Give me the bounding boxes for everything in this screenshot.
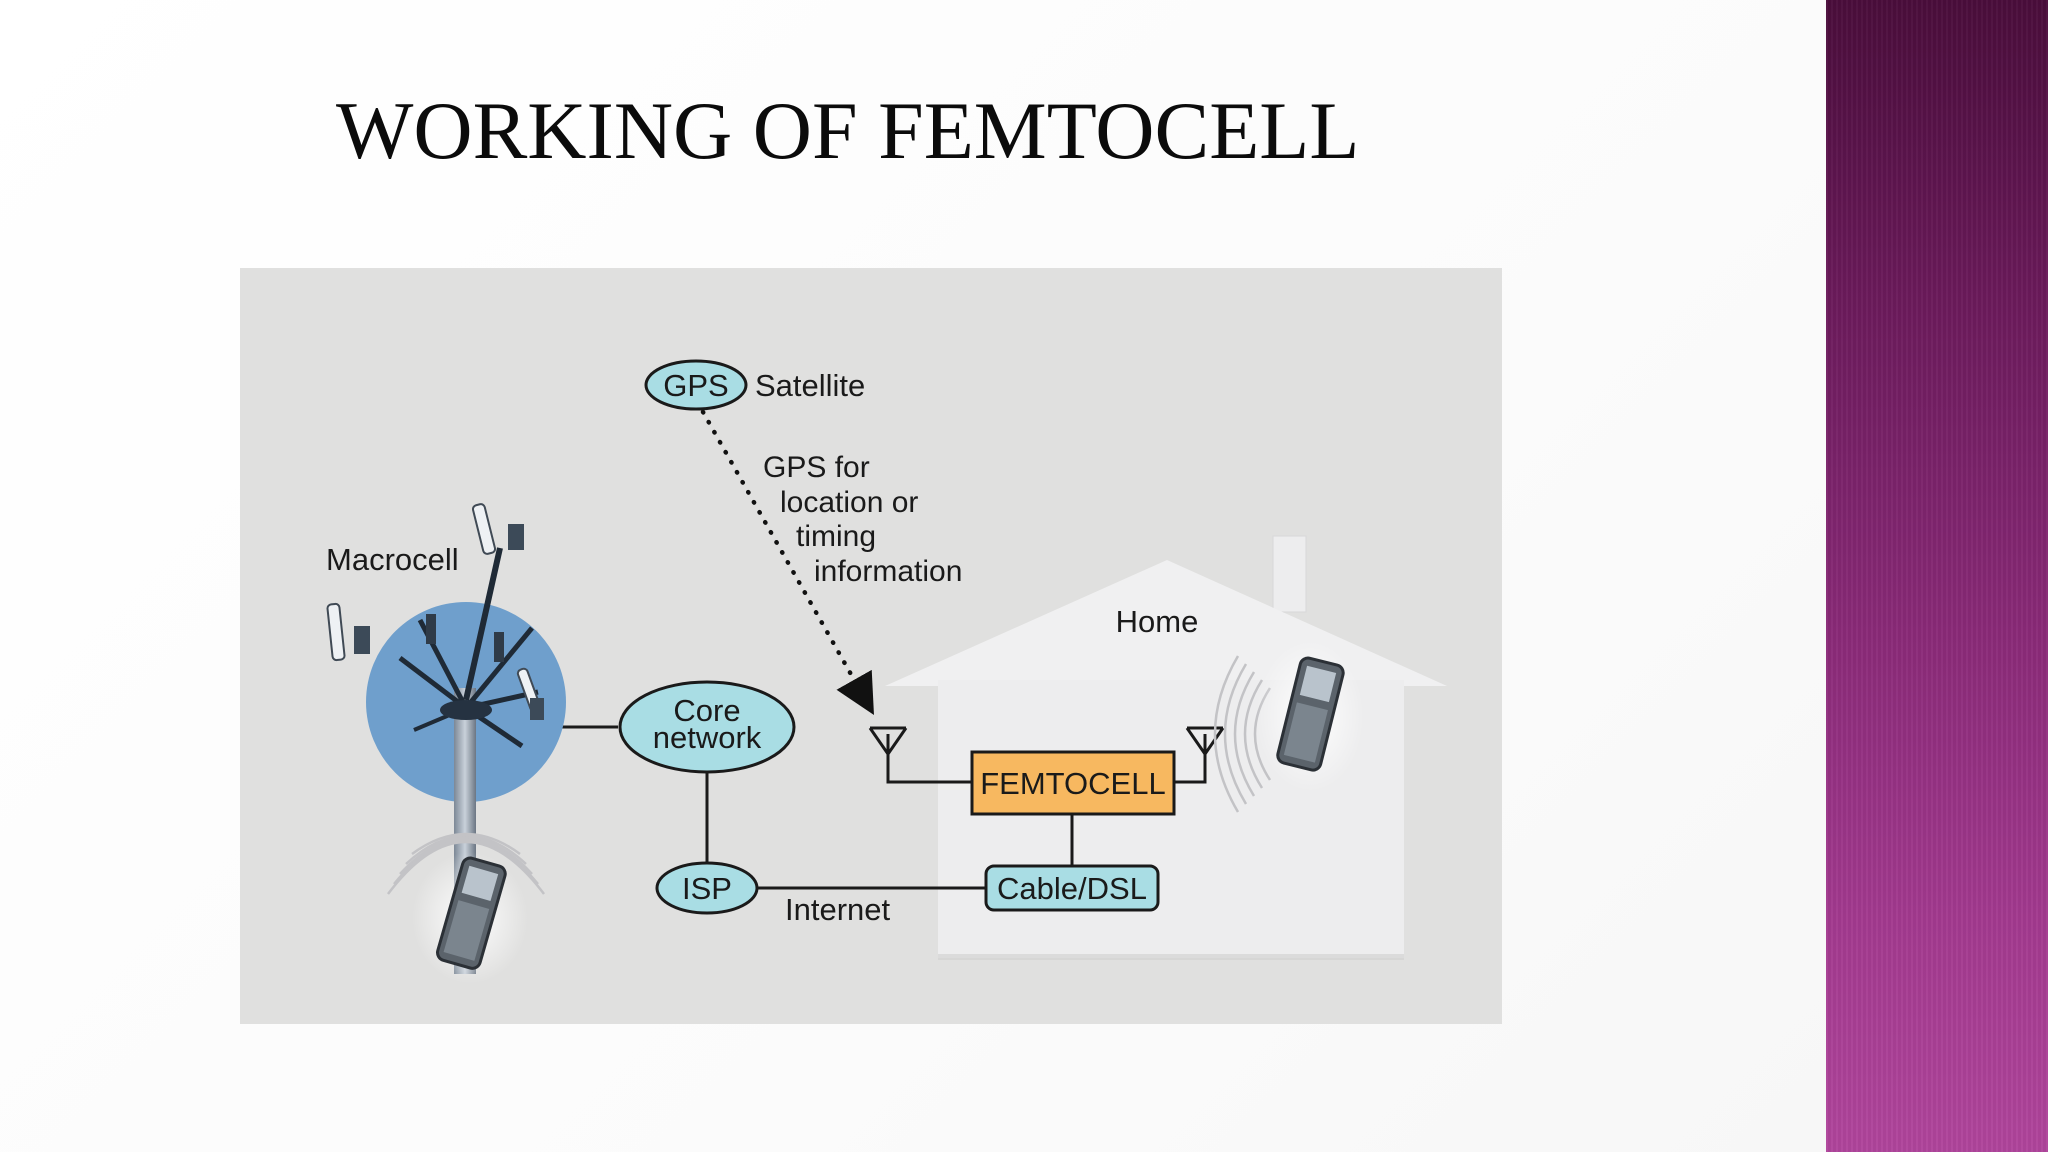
gps-note-line: GPS for: [763, 451, 870, 484]
gps-note-line: timing: [796, 520, 876, 553]
cable-dsl-box: Cable/DSL: [984, 864, 1160, 912]
internet-label: Internet: [785, 892, 891, 927]
mobile-phone-icon: [1276, 656, 1345, 772]
femtocell-label: FEMTOCELL: [980, 766, 1165, 801]
femtocell-box: FEMTOCELL: [970, 750, 1176, 816]
signal-waves-icon: [1213, 655, 1272, 813]
gps-note-line: information: [814, 555, 962, 588]
femtocell-diagram: GPS Satellite GPS for location or timing…: [240, 268, 1502, 1024]
gps-node-label: GPS: [663, 368, 728, 403]
antenna-icon: [868, 726, 908, 755]
house-icon: [885, 535, 1447, 960]
decorative-side-band: [1826, 0, 2048, 1152]
core-network-label: network: [653, 720, 762, 755]
cell-tower-icon: [326, 503, 544, 974]
satellite-label: Satellite: [755, 368, 865, 403]
core-network-node: Core network: [618, 680, 796, 774]
slide-title: WORKING OF FEMTOCELL: [336, 85, 1360, 176]
home-label: Home: [1116, 604, 1199, 639]
gps-signal-arrow: [700, 409, 874, 716]
diagram-canvas: GPS Satellite GPS for location or timing…: [326, 359, 1447, 984]
signal-waves-icon: [387, 832, 545, 895]
isp-node-label: ISP: [682, 871, 732, 906]
macrocell-label: Macrocell: [326, 542, 459, 577]
isp-node: ISP: [655, 861, 759, 915]
gps-node: GPS: [644, 359, 748, 411]
mobile-phone-icon: [436, 856, 507, 970]
gps-note-line: location or: [780, 486, 918, 519]
gps-note: GPS for location or timing information: [763, 451, 962, 588]
cable-dsl-label: Cable/DSL: [997, 871, 1147, 906]
core-network-label: Core: [673, 693, 740, 728]
